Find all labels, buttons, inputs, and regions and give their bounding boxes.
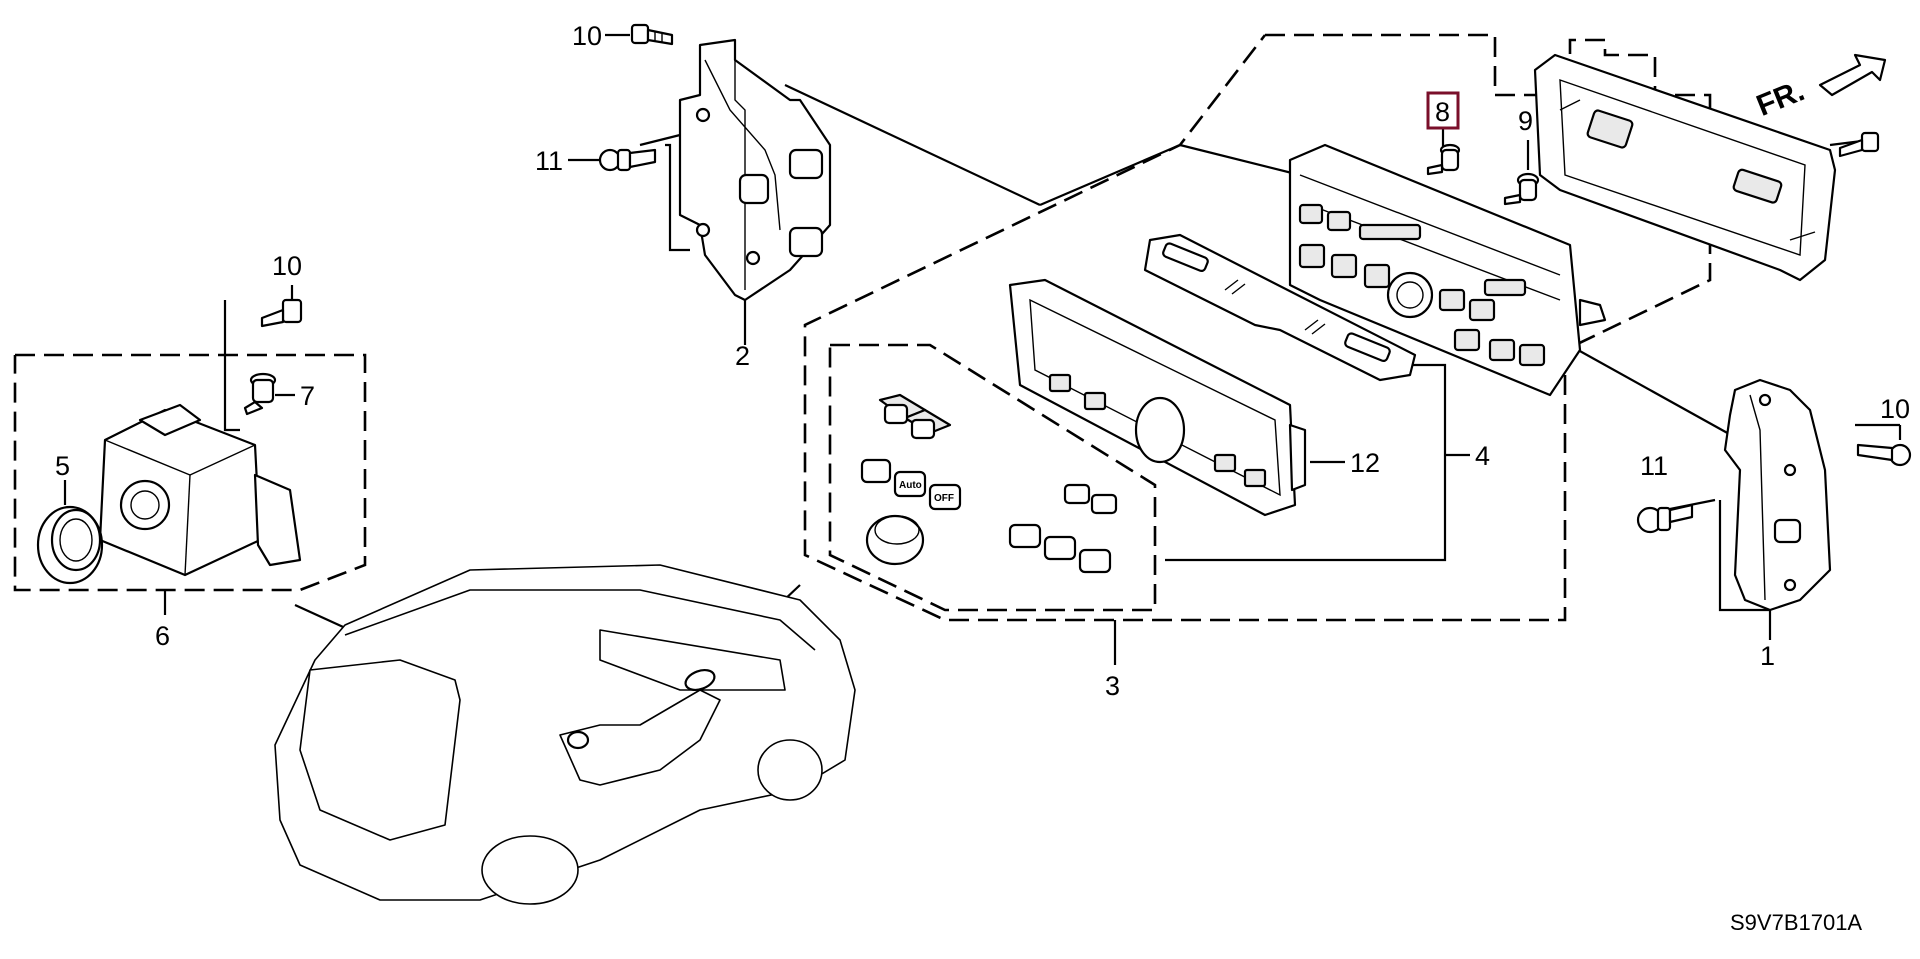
screw-top-right xyxy=(1838,131,1880,158)
rear-control-unit-6 xyxy=(98,403,302,577)
screw-10-left xyxy=(260,298,303,328)
callout-7: 7 xyxy=(300,381,315,411)
drawing-code: S9V7B1701A xyxy=(1730,910,1862,935)
screw-11-top xyxy=(598,148,657,172)
clip-9 xyxy=(1503,172,1540,206)
callouts: 10 11 2 10 7 5 6 3 4 12 9 8 10 11 1 S9V7… xyxy=(55,21,1910,935)
callout-11-left: 11 xyxy=(535,146,563,176)
callout-8: 8 xyxy=(1435,97,1450,127)
callout-1: 1 xyxy=(1760,641,1775,671)
callout-8-highlight xyxy=(1426,91,1460,130)
callout-10-right: 10 xyxy=(1880,394,1910,424)
rear-knob-5 xyxy=(36,505,104,585)
front-direction-indicator: FR. xyxy=(1752,53,1887,123)
screw-10-top xyxy=(630,23,674,46)
front-direction-label: FR. xyxy=(1752,74,1809,123)
bracket-part-2 xyxy=(678,38,832,302)
button-off-label: OFF xyxy=(934,493,954,504)
callout-9: 9 xyxy=(1518,106,1533,136)
vehicle-location-view xyxy=(274,564,856,905)
callout-5: 5 xyxy=(55,451,70,481)
callout-11-right: 11 xyxy=(1640,451,1668,481)
callout-4: 4 xyxy=(1475,441,1490,471)
callout-2: 2 xyxy=(735,341,750,371)
button-set: Auto OFF xyxy=(860,393,1118,574)
callout-12: 12 xyxy=(1350,448,1380,478)
rear-housing xyxy=(1533,53,1837,282)
button-auto-label: Auto xyxy=(899,480,922,491)
callout-10-left: 10 xyxy=(272,251,302,281)
clip-7 xyxy=(243,372,277,416)
callout-10-top: 10 xyxy=(572,21,602,51)
screw-10-right xyxy=(1856,443,1912,467)
bracket-part-1 xyxy=(1723,378,1832,612)
display-lens xyxy=(1143,233,1417,382)
callout-6: 6 xyxy=(155,621,170,651)
assembly-outline-6 xyxy=(13,353,367,592)
clip-8 xyxy=(1426,143,1461,176)
front-bezel-12 xyxy=(1008,278,1307,517)
control-unit-main xyxy=(1288,143,1607,397)
screw-11-right xyxy=(1636,503,1694,534)
assembly-outline-buttons xyxy=(828,343,1157,612)
callout-3: 3 xyxy=(1105,671,1120,701)
